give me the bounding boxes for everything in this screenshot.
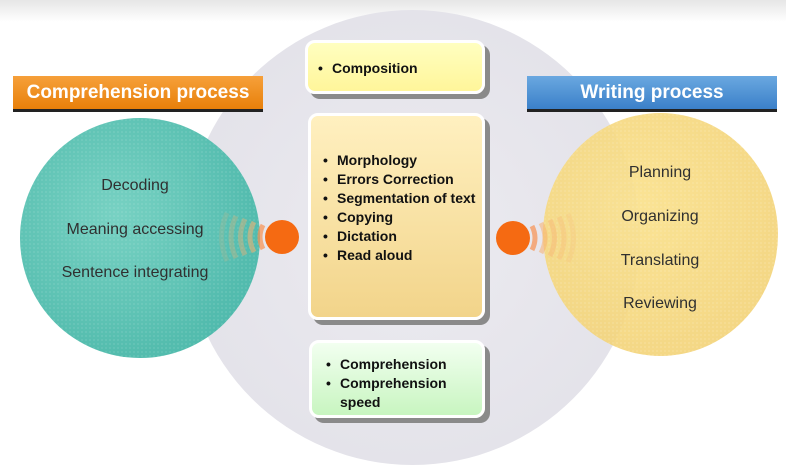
skill-item-dictation: Dictation [317, 227, 480, 246]
comprehension-item-meaning-accessing: Meaning accessing [66, 221, 204, 238]
composition-item: Composition [312, 59, 478, 78]
left-signal-icon [219, 211, 299, 263]
comprehension-skills-box: Comprehension Comprehension speed [309, 340, 485, 418]
skill-item-read-aloud: Read aloud [317, 246, 480, 265]
comprehension-item-decoding: Decoding [101, 177, 169, 194]
skill-item-copying: Copying [317, 208, 480, 227]
comprehension-speed-item: Comprehension speed [320, 374, 478, 412]
composition-box: Composition [305, 40, 485, 94]
writing-item-reviewing: Reviewing [623, 295, 697, 312]
writing-circle [543, 113, 778, 356]
writing-item-translating: Translating [620, 252, 700, 269]
writing-item-planning: Planning [628, 164, 692, 181]
right-signal-icon [496, 212, 576, 264]
skill-item-segmentation-of-text: Segmentation of text [317, 189, 480, 208]
skill-item-morphology: Morphology [317, 151, 480, 170]
comprehension-skill-item: Comprehension [320, 355, 478, 374]
writing-item-organizing: Organizing [621, 208, 699, 225]
comprehension-circle [20, 118, 260, 358]
writing-process-title: Writing process [527, 76, 777, 112]
skill-item-errors-correction: Errors Correction [317, 170, 480, 189]
skills-box: Morphology Errors Correction Segmentatio… [308, 113, 485, 320]
comprehension-process-title: Comprehension process [13, 76, 263, 112]
comprehension-item-sentence-integrating: Sentence integrating [61, 264, 209, 281]
